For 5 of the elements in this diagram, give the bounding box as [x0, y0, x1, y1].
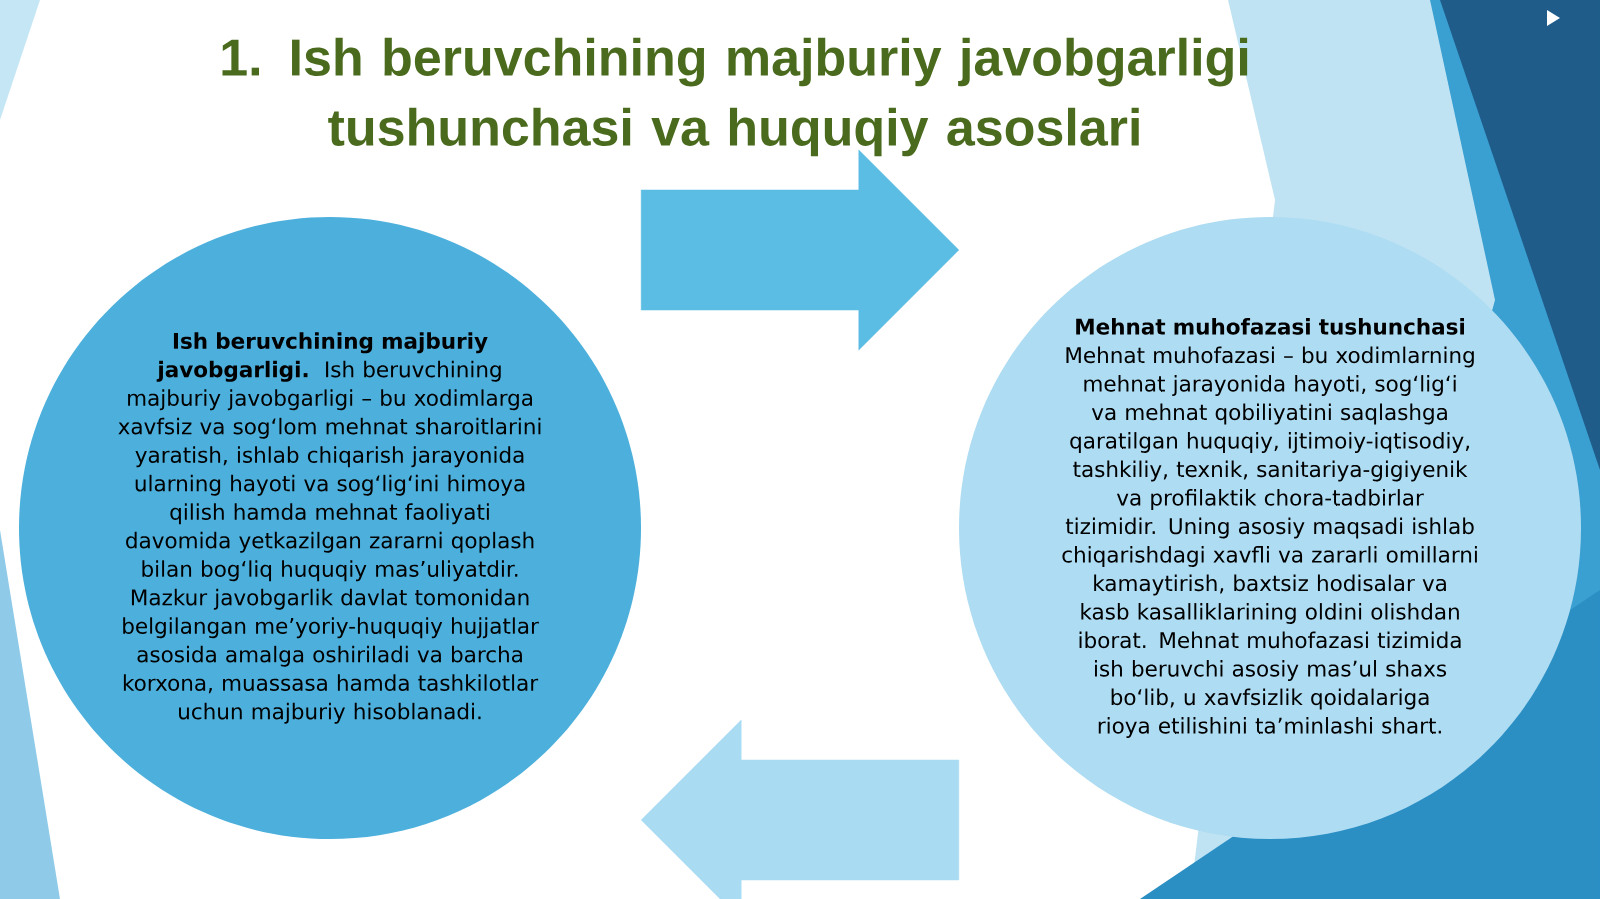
circle-node: Mehnat muhofazasi tushunchasi Mehnat muhofazasi – bu xodimlarning mehnat jarayonida hayoti, sog‘lig‘i va mehnat qobiliyatini saqlashga qaratilgan huquqiy, ijtimoiy-iqtisodiy, tashkiliy, texnik, sanitariya-gigiyenik va profilaktik chora-tadbirlar tizimidir. Uning asosiy maqsadi ishlab chiqarishdagi xavfli va zararli omillarni kamaytirish, baxtsiz hodisalar va kasb kasalliklarining oldini olishdan iborat. Mehnat muhofazasi tizimida ish beruvchi asosiy mas’ul shaxs bo‘lib, u xavfsizlik qoidalariga rioya etilishini ta’minlashi shart. — [959, 217, 1581, 839]
title: 1. Ish beruvchining majburiy javobgarligi tushunchasi va huquqiy asoslari — [222, 37, 1248, 157]
circle-node: Ish beruvchining majburiy javobgarligi. Ish beruvchining majburiy javobgarligi – bu xodimlarga xavfsiz va sog‘lom mehnat sharoitlarini yaratish, ishlab chiqarish jarayonida ularning hayoti va sog‘lig‘ini himoya qilish hamda mehnat faoliyati davomida yetkazilgan zararni qoplash bilan bog‘liq huquqiy mas’uliyatdir. Mazkur javobgarlik davlat tomonidan belgilangan me’yoriy-huquqiy hujjatlar asosida amalga oshiriladi va barcha korxona, muassasa hamda tashkilotlar uchun majburiy hisoblanadi. — [19, 217, 641, 839]
block-arrow — [640, 719, 960, 899]
block-arrow — [640, 149, 960, 351]
